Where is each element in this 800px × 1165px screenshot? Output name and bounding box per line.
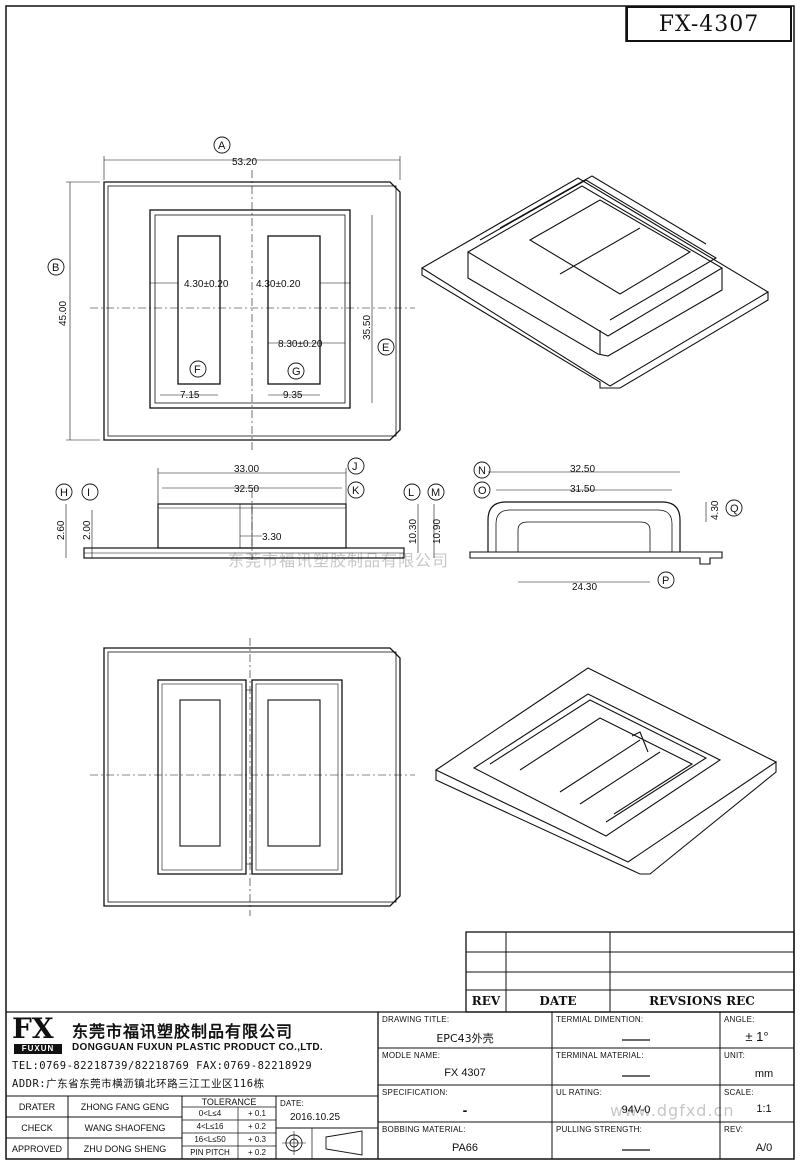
dim-right-width: 9.35	[283, 390, 303, 401]
rev-label: REV:	[724, 1125, 744, 1134]
spec-label: SPECIFICATION:	[382, 1088, 448, 1097]
tolerance-title: TOLERANCE	[201, 1096, 257, 1107]
sign-name-check: WANG SHAOFENG	[84, 1122, 166, 1133]
scale-value: 1:1	[756, 1103, 772, 1115]
tolerance-range-1: 0<L≤4	[198, 1109, 222, 1118]
sign-name-approved: ZHU DONG SHENG	[83, 1143, 167, 1154]
bubble-b: B	[52, 262, 59, 274]
bubble-a: A	[218, 140, 226, 152]
bubble-f: F	[194, 364, 201, 376]
sign-role-approved: APPROVED	[11, 1143, 62, 1154]
termial-dim-label: TERMIAL DIMENTION:	[556, 1015, 644, 1024]
dim-slot-pitch: 8.30±0.20	[278, 339, 323, 350]
dim-slot-left: 4.30±0.20	[184, 279, 229, 290]
watermark: 东莞市福讯塑胶制品有限公司 www.dgfxd.cn	[228, 551, 734, 1120]
bubble-j: J	[352, 461, 358, 473]
dim-end-rib: 4.30	[710, 500, 721, 520]
end-view	[469, 471, 723, 583]
dim-side-gap: 3.30	[262, 532, 282, 543]
bubble-o: O	[478, 485, 487, 497]
iso-view-top	[420, 175, 770, 389]
dim-side-inner: 32.50	[234, 484, 259, 495]
bubble-l: L	[408, 487, 414, 499]
company-logo: FX	[12, 1012, 54, 1045]
watermark-company: 东莞市福讯塑胶制品有限公司	[228, 551, 449, 570]
bubble-g: G	[292, 366, 301, 378]
model-label: MODLE NAME:	[382, 1051, 441, 1060]
dim-flange: 2.60	[56, 520, 67, 540]
rev-header-rev: REV	[471, 994, 501, 1008]
bubble-p: P	[662, 575, 669, 587]
dim-h2: 10.90	[432, 519, 443, 544]
bubble-h: H	[60, 487, 68, 499]
ul-label: UL RATING:	[556, 1088, 603, 1097]
dim-slot-right: 4.30±0.20	[256, 279, 301, 290]
side-view	[65, 468, 435, 560]
termial-mat-label: TERMINAL MATERIAL:	[556, 1051, 644, 1060]
part-number: FX-4307	[626, 6, 792, 42]
tolerance-value-4: + 0.2	[247, 1148, 266, 1157]
tolerance-range-3: 16<L≤50	[194, 1135, 226, 1144]
bubble-q: Q	[730, 503, 739, 515]
dim-height: 45.00	[58, 301, 69, 326]
unit-value: mm	[754, 1068, 774, 1080]
date-value: 2016.10.25	[290, 1112, 341, 1123]
company-name-cn: 东莞市福讯塑胶制品有限公司	[72, 1022, 294, 1041]
top-view	[66, 156, 415, 450]
angle-label: ANGLE:	[724, 1015, 755, 1024]
bubble-i: I	[87, 487, 90, 499]
sign-role-check: CHECK	[21, 1122, 53, 1133]
bobbing-value: PA66	[451, 1142, 479, 1154]
spec-value: -	[462, 1102, 468, 1118]
dim-inner-height: 35.50	[362, 315, 373, 340]
watermark-url: www.dgfxd.cn	[610, 1101, 734, 1120]
scale-label: SCALE:	[724, 1088, 754, 1097]
sign-name-drater: ZHONG FANG GENG	[80, 1101, 170, 1112]
title-block-grid	[6, 1011, 794, 1159]
angle-value: ± 1°	[745, 1029, 769, 1044]
tolerance-range-4: PIN PITCH	[190, 1148, 230, 1157]
bobbing-label: BOBBING MATERIAL:	[382, 1125, 466, 1134]
bottom-view	[90, 638, 415, 916]
dim-end-bottom: 24.30	[572, 582, 597, 593]
company-name-en: DONGGUAN FUXUN PLASTIC PRODUCT CO.,LTD.	[72, 1042, 323, 1053]
pulling-label: PULLING STRENGTH:	[556, 1125, 643, 1134]
tolerance-value-1: + 0.1	[247, 1109, 266, 1118]
dim-base: 2.00	[82, 520, 93, 540]
date-label: DATE:	[280, 1099, 304, 1108]
bubble-e: E	[382, 342, 389, 354]
bubble-n: N	[478, 465, 486, 477]
model-name: FX 4307	[444, 1067, 486, 1079]
drawing-title: EPC43外壳	[436, 1032, 494, 1045]
unit-label: UNIT:	[724, 1051, 745, 1060]
company-tel: TEL:0769-82218739/82218769 FAX:0769-8221…	[12, 1060, 313, 1072]
dim-end-outer: 32.50	[570, 464, 595, 475]
dim-side-outer: 33.00	[234, 464, 259, 475]
bubble-m: M	[431, 487, 440, 499]
dim-width: 53.20	[232, 157, 257, 168]
company-logo-sub: FUXUN	[21, 1044, 55, 1053]
rev-value: A/0	[755, 1142, 773, 1154]
iso-view-bottom	[434, 667, 778, 875]
bubble-k: K	[352, 485, 360, 497]
dim-h1: 10.30	[408, 519, 419, 544]
sign-role-drater: DRATER	[18, 1101, 56, 1112]
tolerance-value-2: + 0.2	[247, 1122, 266, 1131]
ul-value: 94V-0	[621, 1104, 651, 1116]
tolerance-value-3: + 0.3	[247, 1135, 266, 1144]
dim-end-inner: 31.50	[570, 484, 595, 495]
tolerance-range-2: 4<L≤16	[196, 1122, 224, 1131]
company-addr: ADDR:广东省东莞市横沥镇北环路三江工业区116栋	[12, 1078, 265, 1090]
dim-left-width: 7.15	[180, 390, 200, 401]
rev-header-date: DATE	[539, 994, 577, 1008]
rev-header-records: REVSIONS REC	[649, 994, 755, 1008]
drawing-title-label: DRAWING TITLE:	[382, 1015, 450, 1024]
